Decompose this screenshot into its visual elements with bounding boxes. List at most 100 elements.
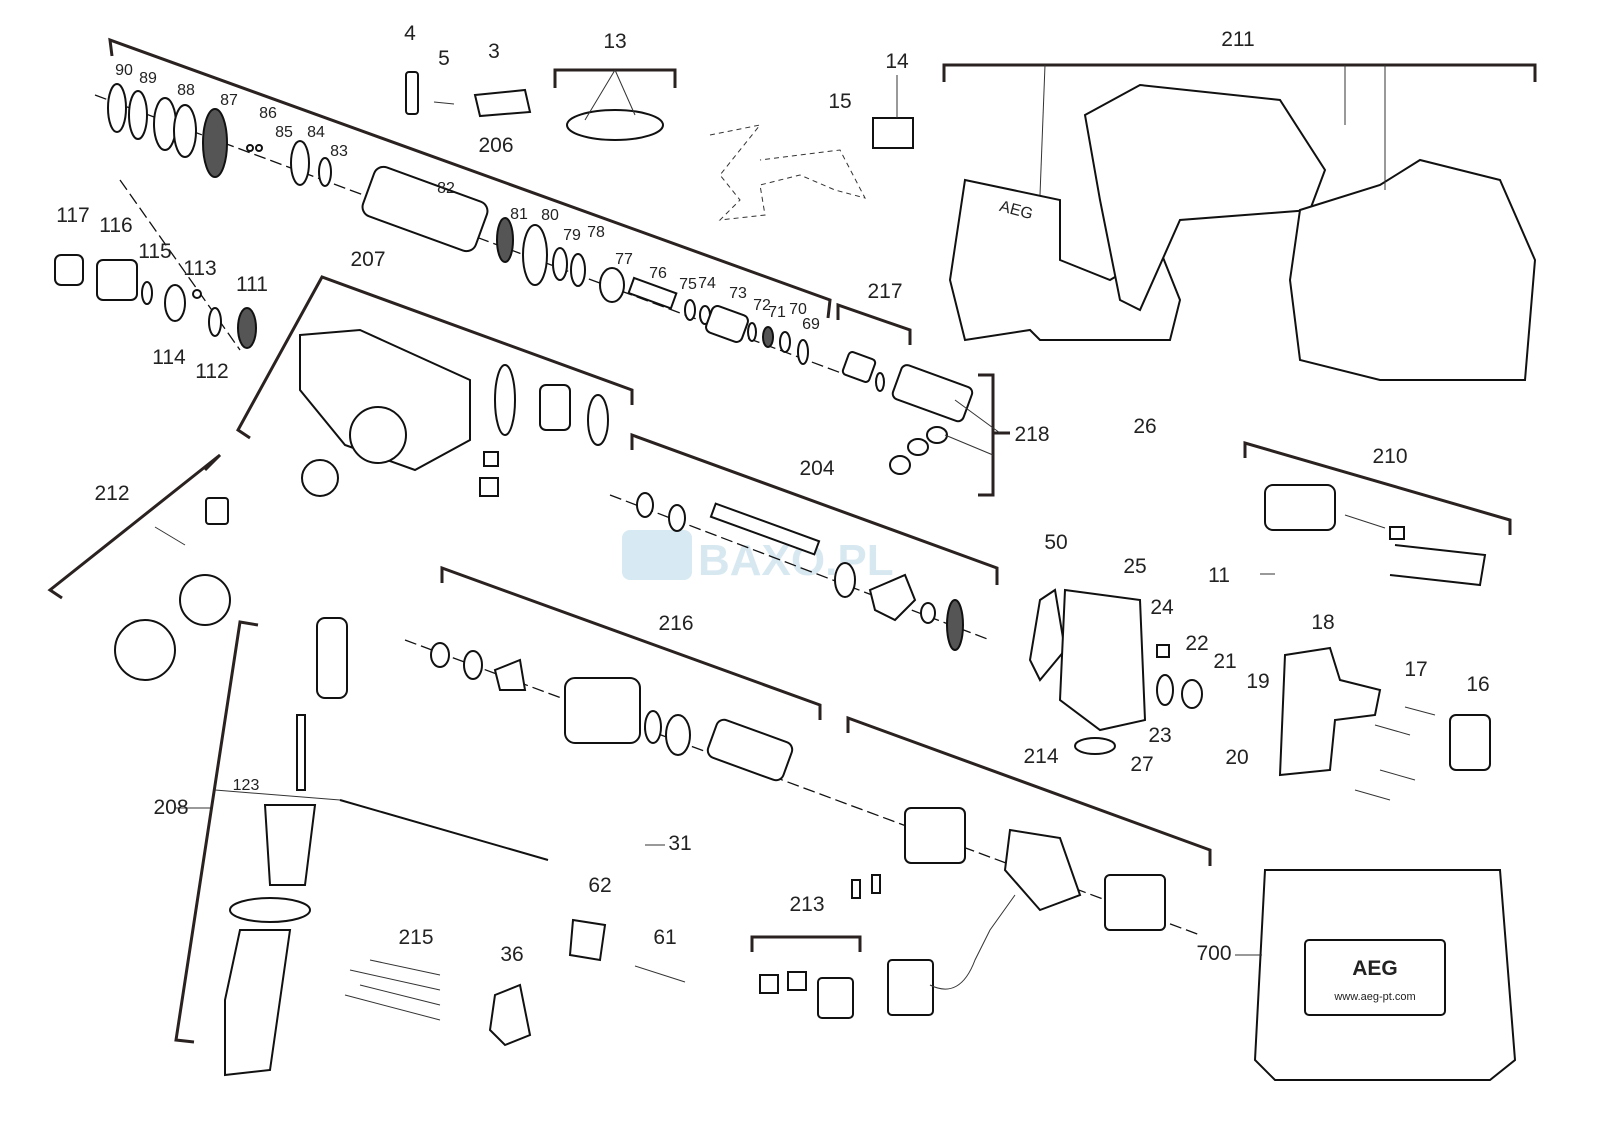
part-207-housing: [299, 328, 471, 472]
part-76: [627, 276, 678, 310]
part-204-shaft: [709, 502, 821, 556]
label-15: 15: [828, 90, 851, 113]
label-14: 14: [885, 50, 909, 73]
part-labels: 4 5 3 13 14 15 211 90 89 88 87 86 85 84 …: [56, 22, 1489, 966]
label-13: 13: [603, 30, 626, 53]
label-71: 71: [768, 304, 786, 321]
label-77: 77: [615, 251, 633, 268]
bracket-212: [47, 453, 222, 600]
label-85: 85: [275, 124, 293, 141]
label-22: 22: [1185, 632, 1208, 655]
part-77: [599, 267, 625, 303]
part-214-electronics: [1003, 828, 1082, 912]
label-206: 206: [478, 134, 513, 157]
label-112: 112: [195, 360, 228, 383]
label-89: 89: [139, 70, 157, 87]
label-20: 20: [1225, 746, 1248, 769]
bracket-204: [630, 432, 999, 585]
label-216: 216: [658, 612, 693, 635]
case-brand: AEG: [1352, 957, 1398, 980]
parts: AEG: [54, 71, 1537, 1081]
label-204: 204: [799, 457, 834, 480]
label-21: 21: [1213, 650, 1236, 673]
label-87: 87: [220, 92, 238, 109]
label-50: 50: [1044, 531, 1067, 554]
label-88: 88: [177, 82, 195, 99]
label-213: 213: [789, 893, 824, 916]
label-116: 116: [99, 214, 132, 237]
part-14: [872, 117, 914, 149]
part-83: [318, 157, 332, 187]
part-25-gearbox: [1058, 588, 1147, 732]
part-16: [1449, 714, 1491, 771]
watermark: BAXO.PL: [622, 530, 894, 585]
label-208: 208: [153, 796, 188, 819]
bracket-218: [978, 373, 995, 497]
label-31: 31: [668, 832, 691, 855]
bracket-214: [846, 715, 1212, 866]
part-216-motor-housing: [564, 677, 641, 744]
label-86: 86: [259, 105, 277, 122]
label-23: 23: [1148, 724, 1171, 747]
brackets: [47, 37, 1537, 1044]
part-82-cylinder: [361, 165, 489, 253]
label-214: 214: [1023, 745, 1058, 768]
label-78: 78: [587, 224, 605, 241]
part-116: [96, 259, 138, 301]
leader-lines: [176, 64, 1386, 956]
label-62: 62: [588, 874, 611, 897]
part-81: [496, 217, 514, 263]
label-79: 79: [563, 227, 581, 244]
label-24: 24: [1150, 596, 1174, 619]
part-87-gear: [202, 108, 228, 178]
label-11: 11: [1208, 564, 1230, 587]
bracket-213: [750, 935, 862, 952]
bracket-210: [1243, 441, 1512, 535]
part-212-collar: [114, 619, 176, 681]
bracket-207: [236, 275, 634, 440]
part-3: [473, 88, 532, 118]
label-115: 115: [138, 240, 171, 263]
label-81: 81: [510, 206, 528, 223]
label-25: 25: [1123, 555, 1146, 578]
label-4: 4: [404, 22, 416, 45]
part-handle-clamp: [263, 804, 317, 886]
part-4: [405, 71, 419, 115]
label-3: 3: [488, 40, 500, 63]
label-84: 84: [307, 124, 325, 141]
label-18: 18: [1311, 611, 1334, 634]
part-84: [290, 140, 310, 186]
label-117: 117: [56, 204, 89, 227]
label-211: 211: [1221, 28, 1254, 51]
label-74: 74: [698, 275, 716, 292]
label-123: 123: [233, 777, 260, 794]
part-handle-strap: [316, 617, 348, 699]
label-212: 212: [94, 482, 129, 505]
label-114: 114: [152, 346, 186, 369]
label-69: 69: [802, 316, 820, 333]
label-36: 36: [500, 943, 523, 966]
bracket-216: [440, 565, 822, 720]
label-80: 80: [541, 207, 559, 224]
label-61: 61: [653, 926, 676, 949]
bracket-206: [108, 37, 832, 319]
label-75: 75: [679, 276, 697, 293]
part-111: [237, 307, 257, 349]
part-211-right-housing: [1288, 158, 1537, 381]
part-218: [891, 364, 974, 423]
label-218: 218: [1014, 423, 1049, 446]
label-72: 72: [753, 297, 771, 314]
label-217: 217: [867, 280, 902, 303]
part-36: [488, 983, 532, 1047]
label-27: 27: [1130, 753, 1153, 776]
part-90: [107, 83, 127, 133]
label-16: 16: [1466, 673, 1489, 696]
bracket-217: [836, 302, 912, 345]
watermark-logo-icon: [622, 530, 692, 580]
bracket-211: [942, 63, 1537, 82]
label-210: 210: [1372, 445, 1407, 468]
part-211-top-housing: [1083, 83, 1327, 312]
part-stator: [904, 807, 966, 864]
